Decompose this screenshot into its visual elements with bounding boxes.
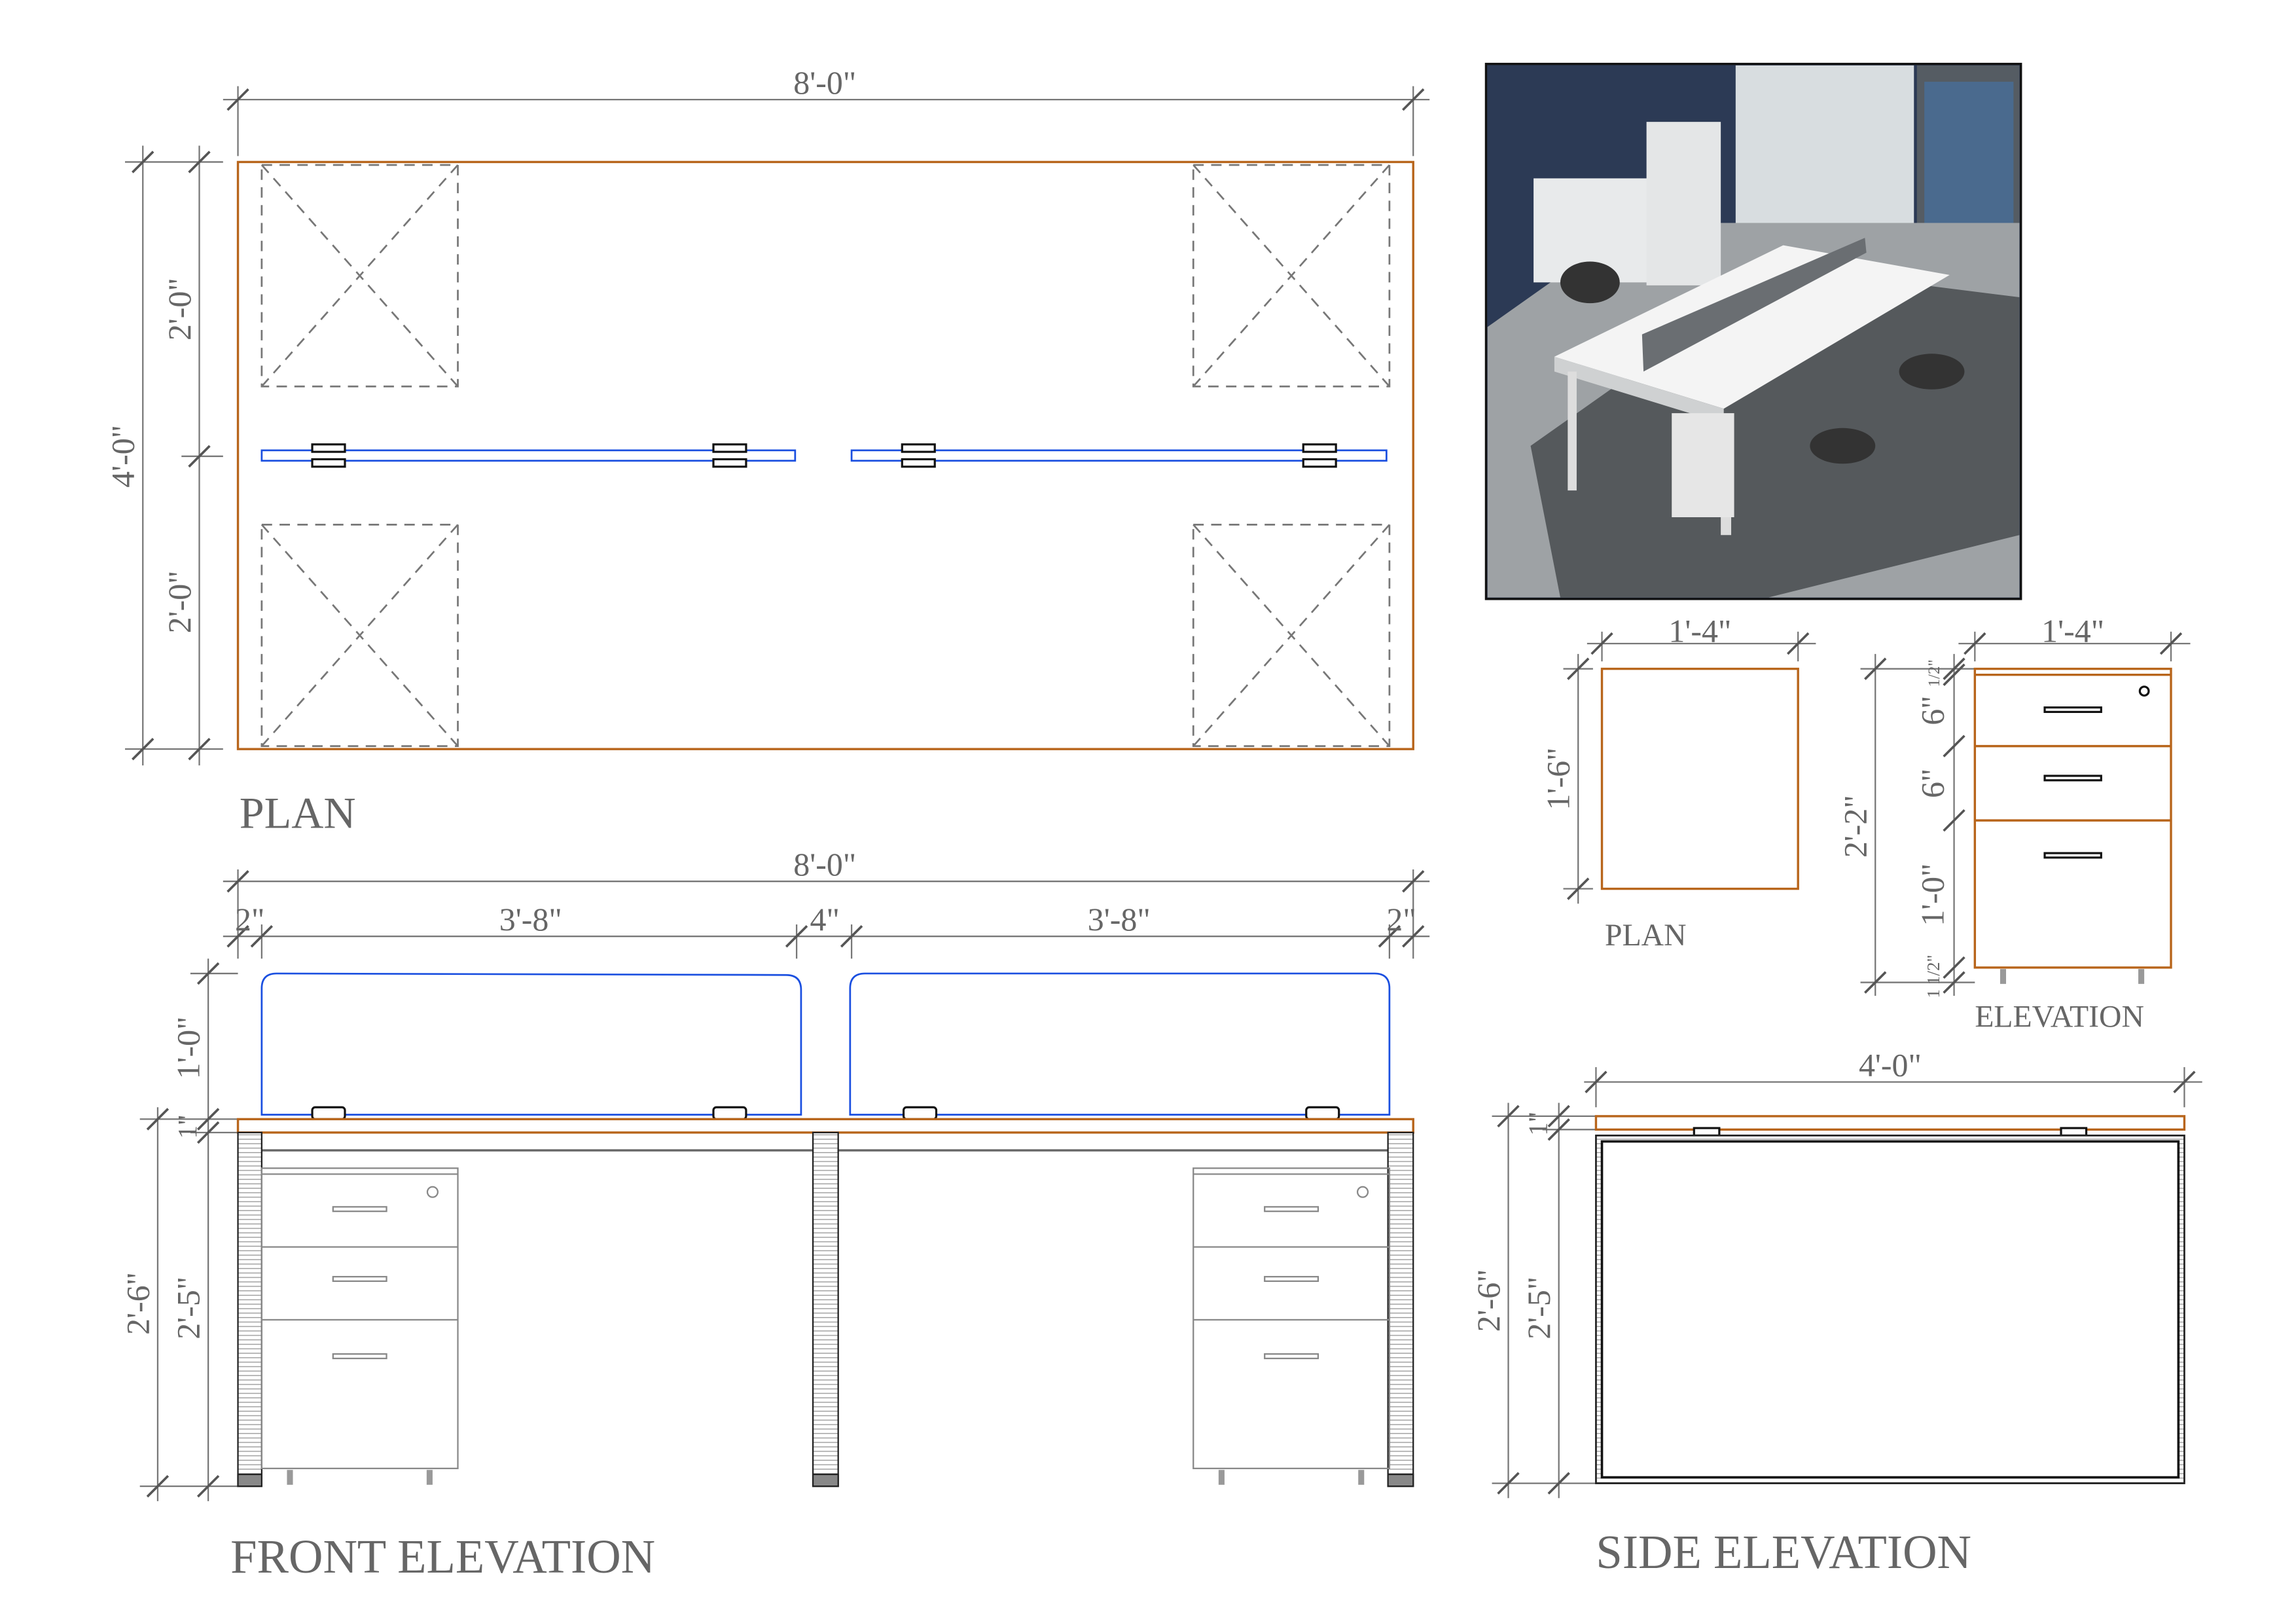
- cabinet-base-label: 1 1/2": [1924, 955, 1943, 998]
- drawer-handle: [2043, 852, 2102, 859]
- desk-legs: [237, 1131, 1414, 1487]
- side-total-height-label: 2'-6": [1470, 1269, 1507, 1332]
- pedestal-footprint: [260, 164, 459, 388]
- cabinet-plan-depth-label: 1'-6": [1540, 748, 1577, 811]
- plan-half-bottom-label: 2'-0": [161, 570, 198, 633]
- plan-view: 8'-0" 4'-0" 2'-0" 2'-0" PLAN: [105, 64, 1430, 837]
- cabinet-top-label: 1/2": [1926, 659, 1943, 687]
- pedestal-footprint: [260, 523, 459, 747]
- pedestal-cabinet: [1193, 1167, 1391, 1485]
- privacy-screen: [849, 972, 1391, 1116]
- cabinet-drawer1-label: 6": [1914, 695, 1951, 725]
- front-overall-label: 8'-0": [793, 846, 856, 883]
- drawer-handle: [2043, 775, 2102, 782]
- front-elevation-view: 8'-0" 2" 3'-8" 4" 3'-8" 2" 1'-0" 1" 2'-6…: [119, 846, 1430, 1583]
- front-dimensions: 8'-0" 2" 3'-8" 4" 3'-8" 2" 1'-0" 1" 2'-6…: [119, 846, 1430, 1501]
- desk-top: [236, 1118, 1414, 1134]
- front-elevation-title: FRONT ELEVATION: [230, 1530, 655, 1583]
- pedestal-cabinet: [260, 1167, 459, 1485]
- plan-title: PLAN: [240, 788, 356, 837]
- front-segment-label: 2": [1386, 901, 1416, 938]
- top-thickness-label: 1": [173, 1114, 202, 1139]
- front-segment-label: 2": [235, 901, 264, 938]
- front-segment-label: 3'-8": [499, 901, 562, 938]
- side-leg-height-label: 2'-5": [1520, 1277, 1557, 1340]
- total-height-label: 2'-6": [119, 1272, 156, 1335]
- cabinet-plan-view: 1'-4" 1'-6" PLAN: [1540, 613, 1816, 953]
- cabinet-body: [1973, 667, 2172, 969]
- plan-width-dimension: 8'-0": [223, 64, 1430, 156]
- side-elevation-view: 4'-0" 1" 2'-6" 2'-5" SIDE ELEVATION: [1470, 1047, 2202, 1578]
- lock-icon: [2138, 685, 2150, 697]
- cabinet-plan-outline: [1600, 667, 1799, 890]
- cabinet-elevation-width-label: 1'-4": [2041, 613, 2104, 649]
- workstation-photo: [1484, 62, 2022, 600]
- pedestal-footprints: [260, 164, 1391, 747]
- drawer-handle: [2043, 706, 2102, 713]
- front-segment-label: 3'-8": [1088, 901, 1151, 938]
- plan-depth-dimension: 4'-0" 2'-0" 2'-0": [105, 145, 223, 766]
- cabinet-total-height-label: 2'-2": [1837, 795, 1874, 858]
- cabinet-elevation-view: 1'-4" 2'-2" 1/2" 6" 6" 1'-0" 1 1/2" ELEV…: [1837, 613, 2191, 1034]
- pedestal-footprint: [1192, 164, 1391, 388]
- side-top-thickness-label: 1": [1524, 1112, 1553, 1136]
- cabinet-plan-title: PLAN: [1605, 919, 1686, 953]
- privacy-screen: [260, 972, 802, 1116]
- cabinet-elevation-title: ELEVATION: [1975, 1000, 2144, 1034]
- plan-screens: [260, 443, 1388, 468]
- cabinet-drawer3-label: 1'-0": [1914, 864, 1951, 926]
- side-desk-top: [1594, 1115, 2186, 1131]
- pedestal-footprint: [1192, 523, 1391, 747]
- cabinet-drawer2-label: 6": [1914, 769, 1951, 798]
- desk-top-outline: [236, 160, 1414, 750]
- side-width-label: 4'-0": [1859, 1047, 1922, 1084]
- plan-depth-label: 4'-0": [105, 425, 141, 488]
- plan-width-label: 8'-0": [793, 64, 856, 101]
- front-segment-label: 4": [810, 901, 840, 938]
- privacy-screens: [260, 972, 1391, 1121]
- side-elevation-title: SIDE ELEVATION: [1596, 1525, 1971, 1578]
- plan-half-top-label: 2'-0": [161, 278, 198, 340]
- screen-height-label: 1'-0": [170, 1016, 207, 1079]
- leg-height-label: 2'-5": [170, 1277, 207, 1340]
- cabinet-plan-width-label: 1'-4": [1668, 613, 1731, 649]
